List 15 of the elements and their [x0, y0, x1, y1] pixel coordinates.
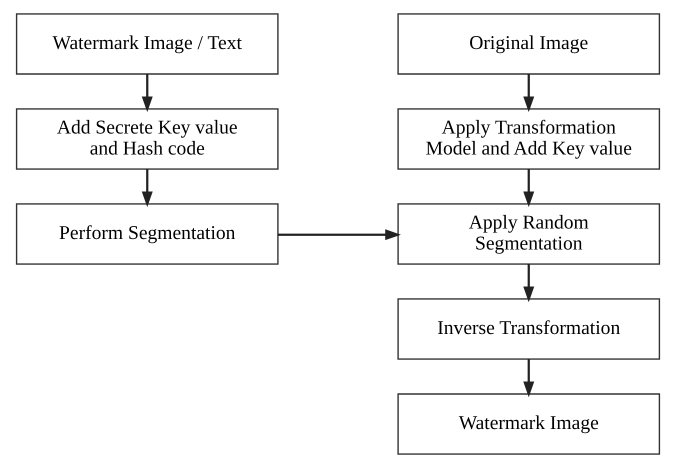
arrow	[522, 359, 534, 398]
arrow	[141, 169, 152, 208]
node-box: Inverse Transformation	[396, 298, 660, 360]
node-box: Perform Segmentation	[15, 203, 278, 265]
node-box: Apply Transformation Model and Add Key value	[396, 108, 660, 170]
node-box: Watermark Image	[396, 393, 660, 455]
node-box: Add Secrete Key value and Hash code	[15, 108, 278, 170]
node-box: Original Image	[396, 13, 660, 75]
node-box: Watermark Image / Text	[15, 13, 278, 75]
node-box: Apply Random Segmentation	[396, 203, 660, 265]
arrow	[522, 74, 534, 112]
arrow	[278, 229, 400, 240]
arrow	[522, 169, 534, 208]
arrow	[141, 74, 152, 112]
arrow	[522, 264, 534, 302]
